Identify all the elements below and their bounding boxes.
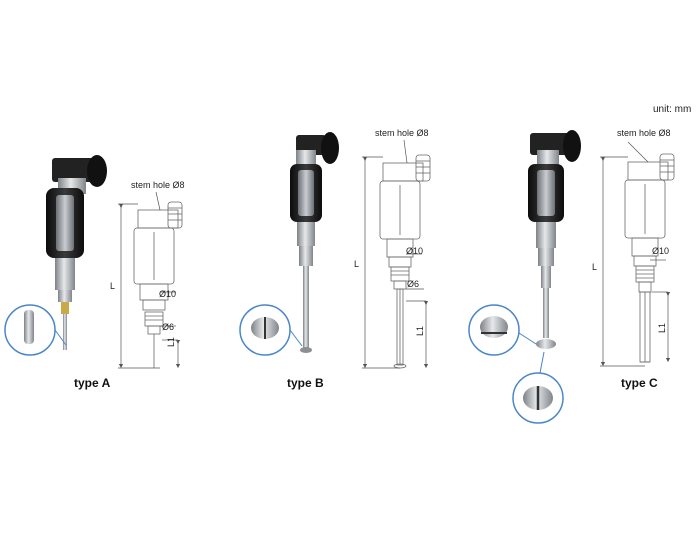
type-c-detail-circle-bottom — [512, 351, 564, 424]
type-c-l1-label: L1 — [657, 322, 667, 333]
type-c-stem-hole-label: stem hole Ø8 — [617, 128, 671, 138]
type-a-length-label: L — [110, 281, 116, 291]
type-a-dimensions — [118, 191, 181, 369]
type-b-detail-circle — [239, 304, 303, 356]
type-b-l1-label: L1 — [415, 325, 425, 336]
type-c-dimensions — [600, 141, 671, 367]
type-c-detail-circle-side — [468, 304, 537, 356]
type-b-photo — [290, 132, 339, 353]
type-a-drawing — [133, 201, 183, 368]
type-c-caption: type C — [621, 376, 658, 390]
type-a-l1-label: L1 — [166, 336, 176, 347]
type-b-caption: type B — [287, 376, 324, 390]
type-a-detail-circle — [4, 304, 67, 356]
type-c-dia10-label: Ø10 — [652, 246, 670, 256]
type-b-length-label: L — [354, 259, 360, 269]
type-c-drawing — [624, 153, 675, 363]
type-b-drawing — [379, 154, 431, 369]
type-a-dia10-label: Ø10 — [159, 289, 177, 299]
type-a-caption: type A — [74, 376, 111, 390]
type-b-dia6-label: Ø6 — [407, 279, 420, 289]
type-c-photo — [528, 130, 581, 349]
type-a-dia6-label: Ø6 — [162, 322, 175, 332]
type-c-length-label: L — [592, 262, 598, 272]
type-b-dia10-label: Ø10 — [406, 246, 424, 256]
type-a-stem-hole-label: stem hole Ø8 — [131, 180, 185, 190]
type-b-dimensions — [362, 139, 429, 369]
type-a-photo — [46, 155, 107, 350]
unit-label: unit: mm — [653, 104, 692, 115]
type-b-stem-hole-label: stem hole Ø8 — [375, 128, 429, 138]
